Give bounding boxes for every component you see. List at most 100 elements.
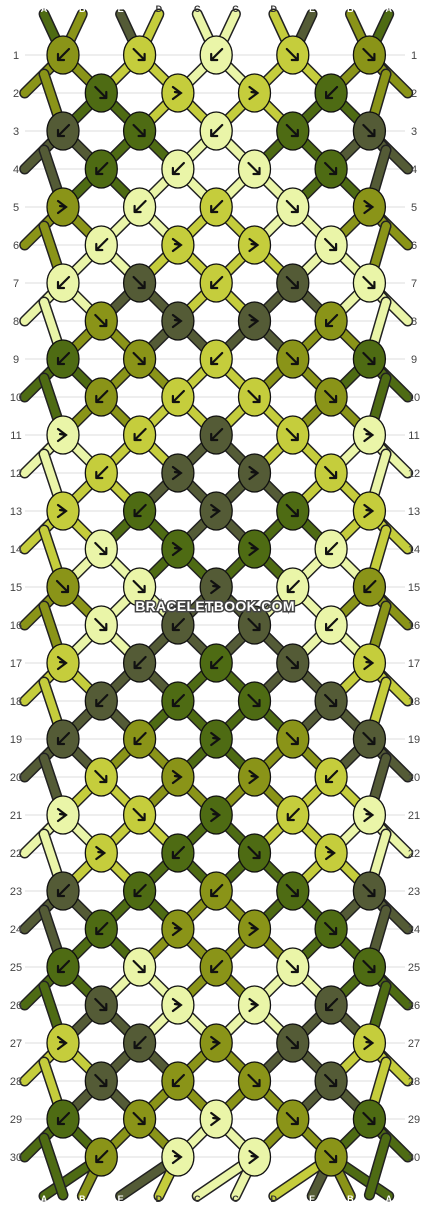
knot xyxy=(84,985,118,1025)
row-label-right: 22 xyxy=(408,848,420,860)
row-label-left: 14 xyxy=(10,544,22,556)
arrow-right-left-icon xyxy=(248,313,260,329)
knot xyxy=(352,1023,387,1063)
knot xyxy=(46,643,80,683)
arrow-right-left-icon xyxy=(248,237,260,253)
row-label-left: 27 xyxy=(10,1038,22,1050)
arrow-right-left-icon xyxy=(171,1149,183,1165)
knots xyxy=(46,35,387,1177)
row-label-left: 4 xyxy=(13,164,19,176)
arrow-right-left-icon xyxy=(56,427,68,443)
knot xyxy=(84,149,118,189)
row-label-left: 3 xyxy=(13,126,19,138)
knot xyxy=(84,909,118,949)
knot xyxy=(199,263,233,303)
knot xyxy=(314,985,348,1025)
arrow-down-right-icon xyxy=(285,427,299,442)
knot xyxy=(314,301,348,341)
knot xyxy=(352,263,387,303)
arrow-right-left-icon xyxy=(363,427,375,443)
arrow-down-right-icon xyxy=(94,313,108,328)
arrow-down-right-icon xyxy=(285,883,299,898)
knot xyxy=(352,1099,387,1139)
row-label-right: 7 xyxy=(411,278,417,290)
row-label-left: 6 xyxy=(13,240,19,252)
row-label-right: 25 xyxy=(408,962,420,974)
arrow-down-left-icon xyxy=(133,199,147,214)
arrow-down-right-icon xyxy=(132,275,146,290)
knot xyxy=(314,73,348,113)
arrow-down-right-icon xyxy=(132,123,146,138)
arrow-down-left-icon xyxy=(171,161,185,176)
arrow-right-left-icon xyxy=(363,503,375,519)
knot xyxy=(46,491,80,531)
knot xyxy=(237,681,272,721)
knot xyxy=(314,833,348,873)
arrow-right-left-icon xyxy=(56,199,68,215)
knot xyxy=(46,795,80,835)
knot xyxy=(161,985,195,1025)
knot xyxy=(122,1099,157,1139)
knot xyxy=(122,187,157,227)
arrow-down-right-icon xyxy=(362,275,376,290)
knot xyxy=(199,719,233,759)
knot xyxy=(314,149,348,189)
row-label-left: 5 xyxy=(13,202,19,214)
arrow-right-left-icon xyxy=(56,503,68,519)
knot xyxy=(122,491,157,531)
row-label-left: 29 xyxy=(10,1114,22,1126)
arrow-right-left-icon xyxy=(210,503,222,519)
arrow-down-right-icon xyxy=(324,1149,338,1164)
arrow-down-left-icon xyxy=(56,123,71,138)
knot xyxy=(352,947,387,987)
knot xyxy=(276,1099,310,1139)
knot xyxy=(237,757,272,797)
row-label-left: 7 xyxy=(13,278,19,290)
arrow-right-left-icon xyxy=(171,541,183,557)
row-label-left: 11 xyxy=(10,430,21,442)
arrow-right-left-icon xyxy=(171,85,183,101)
arrow-down-right-icon xyxy=(55,579,70,594)
arrow-right-left-icon xyxy=(56,1035,68,1051)
knot xyxy=(84,1137,118,1177)
arrow-down-right-icon xyxy=(285,655,299,670)
arrow-down-right-icon xyxy=(285,731,299,746)
knot xyxy=(161,1137,195,1177)
knot xyxy=(84,453,118,493)
knot xyxy=(276,1023,310,1063)
strand-label-top: A xyxy=(385,4,392,14)
arrow-right-left-icon xyxy=(171,769,183,785)
arrow-down-right-icon xyxy=(324,693,338,708)
strand-label-top: D xyxy=(156,4,163,14)
arrow-down-right-icon xyxy=(132,1111,146,1126)
strand-label-bottom: A xyxy=(41,1194,48,1204)
strand-label-bottom: A xyxy=(385,1194,392,1204)
knot xyxy=(352,415,387,455)
knot xyxy=(237,529,272,569)
knot xyxy=(122,111,157,151)
arrow-down-left-icon xyxy=(210,351,224,366)
knot xyxy=(46,339,80,379)
arrow-down-left-icon xyxy=(171,617,185,632)
arrow-down-left-icon xyxy=(325,997,339,1012)
arrow-down-left-icon xyxy=(95,389,109,404)
knot xyxy=(352,643,387,683)
row-label-left: 10 xyxy=(10,392,22,404)
knot xyxy=(237,225,272,265)
row-label-left: 17 xyxy=(10,658,22,670)
arrow-down-right-icon xyxy=(94,769,108,784)
knot xyxy=(314,225,348,265)
arrow-down-right-icon xyxy=(132,351,146,366)
knot xyxy=(122,719,157,759)
arrow-down-right-icon xyxy=(94,617,108,632)
arrow-right-left-icon xyxy=(56,655,68,671)
arrow-down-left-icon xyxy=(210,427,224,442)
knot xyxy=(199,871,233,911)
arrow-down-right-icon xyxy=(362,47,376,62)
knot xyxy=(199,35,233,75)
strand-segment xyxy=(40,1134,67,1199)
arrow-right-left-icon xyxy=(248,921,260,937)
arrow-down-left-icon xyxy=(171,693,185,708)
knot xyxy=(161,757,195,797)
